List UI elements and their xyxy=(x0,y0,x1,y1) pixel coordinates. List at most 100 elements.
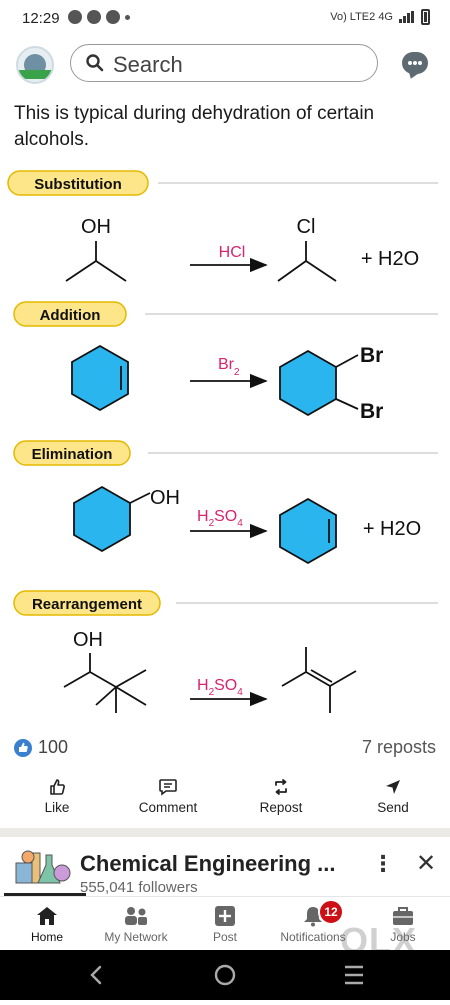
reagent-so: SO xyxy=(214,677,237,694)
molecule-cyclohexene xyxy=(71,344,129,412)
more-options-icon[interactable]: ⋮ xyxy=(372,851,394,876)
close-icon[interactable]: ✕ xyxy=(416,850,437,877)
nav-jobs[interactable]: Jobs xyxy=(358,905,448,944)
molecule-isopropanol xyxy=(65,241,127,282)
system-nav-icons xyxy=(90,964,363,986)
app-notification-icon xyxy=(68,10,82,24)
repost-icon xyxy=(275,779,287,795)
molecule-dimethylbutanol xyxy=(63,653,147,713)
label-pill xyxy=(7,170,149,196)
search-bar[interactable]: Search xyxy=(70,44,378,82)
nav-post[interactable]: Post xyxy=(180,905,270,944)
label-pill xyxy=(13,440,131,466)
notification-icons xyxy=(68,10,130,24)
nav-my-network[interactable]: My Network xyxy=(91,905,181,944)
nav-label: My Network xyxy=(104,930,168,944)
reagent-label: Br xyxy=(218,356,235,373)
double-bond xyxy=(310,669,333,683)
follower-count: 555,041 followers xyxy=(80,879,198,895)
action-label: Repost xyxy=(259,800,303,815)
suggested-page-card[interactable]: Chemical Engineering ... 555,041 followe… xyxy=(0,837,450,895)
reaction-label: Elimination xyxy=(32,446,113,463)
logo-band xyxy=(18,70,52,79)
nav-label: Jobs xyxy=(390,930,416,944)
group-label: Br xyxy=(360,400,383,423)
notification-badge: 12 xyxy=(318,899,344,925)
reaction-label: Addition xyxy=(40,307,101,324)
nav-notifications[interactable]: Notifications 12 xyxy=(268,899,358,944)
thumbs-up-glyph xyxy=(19,742,28,752)
nav-label: Notifications xyxy=(280,930,346,944)
molecule-cyclohexene-product xyxy=(279,497,337,565)
comment-button[interactable]: Comment xyxy=(123,778,213,815)
back-icon[interactable] xyxy=(90,965,102,985)
home-icon xyxy=(37,907,57,925)
reagent-label: H2SO4 xyxy=(197,677,243,698)
post-icon xyxy=(215,906,235,926)
post-image-reactions[interactable]: Substitution OH HCl Cl + H2O Addition Br… xyxy=(0,165,450,725)
molecule-chloropropane xyxy=(277,241,337,282)
molecule-tetramethylethylene xyxy=(281,647,357,713)
battery-icon xyxy=(421,9,430,25)
reaction-label: Substitution xyxy=(34,176,121,193)
page-name[interactable]: Chemical Engineering ... xyxy=(80,851,336,876)
group-label: OH xyxy=(81,216,111,238)
messaging-icon[interactable] xyxy=(402,52,428,74)
reagent-h: H xyxy=(197,508,209,525)
lab-equipment-icon xyxy=(15,850,71,884)
reagent-subscript: 2 xyxy=(234,367,240,378)
reagent-h: H xyxy=(197,677,209,694)
reagent-sub: 4 xyxy=(237,518,243,529)
app-notification-icon xyxy=(87,10,101,24)
reaction-count[interactable]: 100 xyxy=(14,737,68,758)
group-label: Br xyxy=(360,344,383,367)
action-label: Comment xyxy=(138,800,198,815)
more-notifications-icon xyxy=(125,14,130,20)
molecule-cyclohexanol xyxy=(73,485,131,553)
group-label: Cl xyxy=(297,216,316,238)
dot xyxy=(408,61,412,65)
action-label: Like xyxy=(44,800,70,815)
repost-count[interactable]: 7 reposts xyxy=(361,737,436,757)
home-circle-icon[interactable] xyxy=(214,964,236,986)
label-pill xyxy=(13,590,161,616)
recents-icon[interactable] xyxy=(345,965,363,985)
status-time: 12:29 xyxy=(22,10,60,27)
dot xyxy=(413,61,417,65)
send-button[interactable]: Send xyxy=(348,778,438,815)
reagent-sub: 2 xyxy=(209,518,215,529)
reagent-label: HCl xyxy=(219,244,246,261)
signal-icon xyxy=(399,11,414,23)
reagent-so: SO xyxy=(214,508,237,525)
network-label: Vo) LTE2 4G xyxy=(330,11,393,23)
reaction-label: Rearrangement xyxy=(32,596,142,613)
system-indicators: Vo) LTE2 4G xyxy=(330,9,430,25)
bond xyxy=(335,398,359,410)
social-counts: 100 7 reposts xyxy=(0,733,450,763)
reaction-elimination: Elimination OH H2SO4 + H2O xyxy=(13,440,438,565)
reagent-sub: 2 xyxy=(209,687,215,698)
reaction-addition: Addition Br 2 Br Br xyxy=(13,301,438,423)
label-pill xyxy=(13,301,127,327)
reaction-rearrangement: Rearrangement OH H2SO4 xyxy=(13,590,438,713)
group-label: OH xyxy=(150,487,180,509)
like-count: 100 xyxy=(38,737,69,757)
profile-avatar-icon[interactable] xyxy=(16,46,54,84)
app-header: Search xyxy=(0,40,450,90)
repost-button[interactable]: Repost xyxy=(236,778,326,815)
status-bar: 12:29 Vo) LTE2 4G xyxy=(0,0,450,36)
nav-label: Home xyxy=(30,930,63,944)
send-icon xyxy=(386,780,400,794)
nav-home[interactable]: Home xyxy=(2,905,92,944)
reagent-sub: 4 xyxy=(237,687,243,698)
like-reaction-icon xyxy=(14,738,32,757)
byproduct-label: + H2O xyxy=(361,248,419,270)
molecule-dibromocyclohexane xyxy=(279,349,337,417)
search-icon xyxy=(86,54,104,72)
post-text: This is typical during dehydration of ce… xyxy=(14,103,375,150)
app-notification-icon xyxy=(106,10,120,24)
reaction-substitution: Substitution OH HCl Cl + H2O xyxy=(7,170,438,282)
like-button[interactable]: Like xyxy=(12,778,102,815)
comment-icon xyxy=(159,779,177,796)
network-icon xyxy=(125,907,147,925)
